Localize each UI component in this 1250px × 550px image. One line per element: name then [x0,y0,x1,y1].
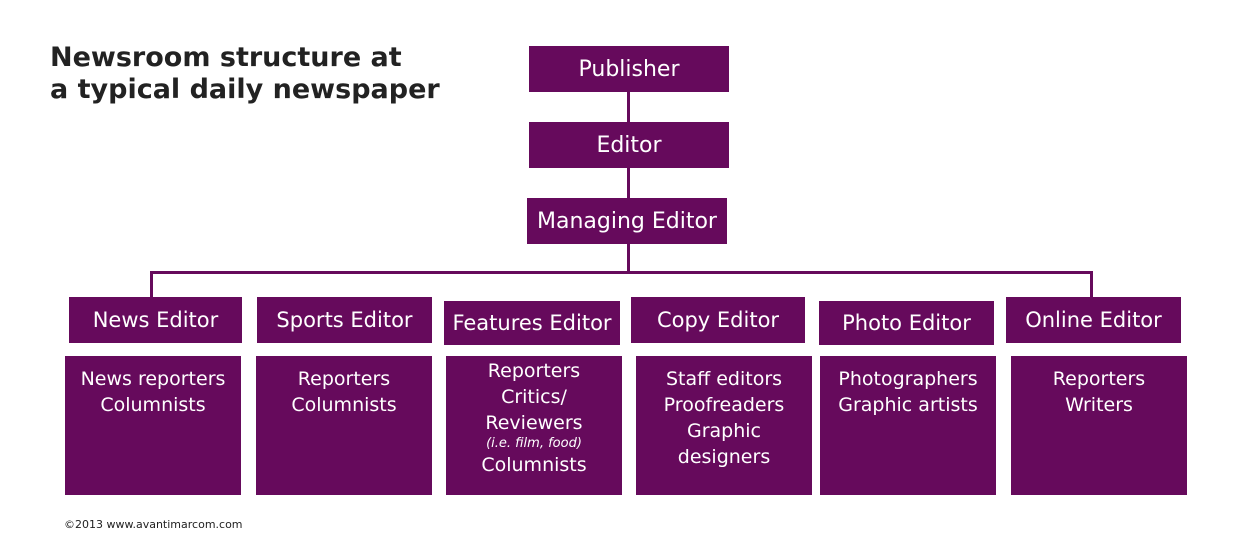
staff-item: Columnists [100,394,206,416]
connector-drop-news [150,271,153,299]
title-line-2: a typical daily newspaper [50,74,440,105]
connector-managing-bus [627,244,630,273]
diagram-title: Newsroom structure at a typical daily ne… [50,42,440,106]
connector-editor-managing [627,168,630,198]
department-editor-label: News Editor [92,308,219,332]
department-editor-box-features: Features Editor [444,301,620,345]
staff-box-features: Reporters Critics/ Reviewers (i.e. film,… [446,356,622,495]
editor-box: Editor [529,122,729,168]
copyright-footer: ©2013 www.avantimarcom.com [64,518,243,531]
connector-publisher-editor [627,92,630,122]
department-editor-label: Features Editor [452,311,612,335]
connector-horizontal-bus [150,271,1093,274]
staff-box-copy: Staff editors Proofreaders Graphic desig… [636,356,812,495]
staff-item: Reporters [1052,368,1146,390]
staff-item: Reporters [297,368,391,390]
department-editor-box-photo: Photo Editor [819,301,994,345]
staff-item-note: (i.e. film, food) [486,436,582,451]
department-editor-box-news: News Editor [69,297,242,343]
staff-item: Columnists [291,394,397,416]
department-editor-box-sports: Sports Editor [257,297,432,343]
department-editor-box-online: Online Editor [1006,297,1181,343]
staff-item: Proofreaders [663,394,785,416]
publisher-label: Publisher [578,56,680,82]
managing-editor-box: Managing Editor [527,198,727,244]
connector-drop-online [1090,271,1093,299]
staff-item: designers [677,446,771,468]
department-editor-label: Photo Editor [842,311,971,335]
staff-item: Columnists [481,454,587,476]
editor-label: Editor [596,132,662,158]
managing-editor-label: Managing Editor [537,208,717,234]
staff-box-online: Reporters Writers [1011,356,1187,495]
staff-item: Reviewers [485,412,583,434]
department-editor-label: Online Editor [1025,308,1162,332]
title-line-1: Newsroom structure at [50,42,402,73]
staff-item: Reporters [487,360,581,382]
staff-item: Writers [1065,394,1133,416]
department-editor-label: Copy Editor [656,308,780,332]
department-editor-label: Sports Editor [276,308,413,332]
staff-box-news: News reporters Columnists [65,356,241,495]
staff-box-photo: Photographers Graphic artists [820,356,996,495]
publisher-box: Publisher [529,46,729,92]
staff-box-sports: Reporters Columnists [256,356,432,495]
staff-item: Photographers [838,368,978,390]
department-editor-box-copy: Copy Editor [631,297,805,343]
staff-item: Graphic [686,420,761,442]
staff-item: Critics/ [501,386,567,408]
staff-item: News reporters [80,368,226,390]
staff-item: Graphic artists [838,394,978,416]
staff-item: Staff editors [665,368,783,390]
